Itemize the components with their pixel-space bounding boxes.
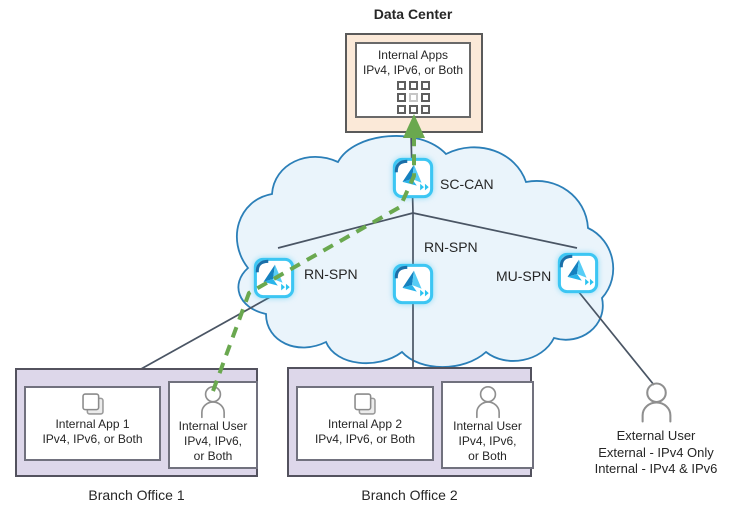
internal-user-1-protocols2: or Both [193, 449, 233, 463]
sc-can-node-icon [392, 157, 434, 199]
internal-user-2-protocols: IPv4, IPv6, [458, 434, 517, 448]
internal-user-1-protocols: IPv4, IPv6, [183, 434, 243, 448]
internal-app-2-box: Internal App 2 IPv4, IPv6, or Both [296, 386, 434, 461]
user-icon [473, 386, 503, 419]
internal-app-1-label: Internal App 1 [55, 417, 130, 431]
app-icon [352, 391, 378, 417]
external-user-text: External User External - IPv4 Only Inter… [556, 428, 750, 478]
branch-office-1-label: Branch Office 1 [88, 487, 185, 503]
branch-office-1-box: Internal App 1 IPv4, IPv6, or Both Inter… [15, 368, 258, 477]
internal-app-1-box: Internal App 1 IPv4, IPv6, or Both [24, 386, 161, 461]
mu-spn-label: MU-SPN [496, 268, 552, 284]
internal-app-1-protocols: IPv4, IPv6, or Both [42, 432, 143, 446]
internal-app-2-label: Internal App 2 [327, 417, 403, 431]
rn-spn-left-label: RN-SPN [304, 266, 358, 282]
rn-spn-left-node-icon [253, 257, 295, 299]
apps-grid-icon [396, 81, 430, 114]
internal-app-2-protocols: IPv4, IPv6, or Both [314, 432, 416, 446]
rn-spn-mid-label: RN-SPN [424, 239, 478, 255]
internal-apps-protocols: IPv4, IPv6, or Both [362, 63, 464, 77]
internal-user-2-protocols2: or Both [468, 449, 507, 463]
external-user-external-proto: External - IPv4 Only [598, 444, 714, 460]
internal-user-1-label: Internal User [178, 419, 248, 433]
rn-spn-mid-node-icon [392, 263, 434, 305]
datacenter-box: Internal Apps IPv4, IPv6, or Both [345, 33, 483, 133]
external-user-internal-proto: Internal - IPv4 & IPv6 [594, 461, 718, 476]
user-icon [198, 386, 228, 419]
internal-apps-box: Internal Apps IPv4, IPv6, or Both [355, 42, 471, 118]
external-user-label: External User [616, 428, 696, 443]
branch-office-2-label: Branch Office 2 [361, 487, 458, 503]
mu-spn-node-icon [557, 252, 599, 294]
app-icon [80, 391, 106, 417]
internal-user-1-box: Internal User IPv4, IPv6, or Both [168, 381, 258, 469]
internal-apps-label: Internal Apps [377, 48, 449, 62]
datacenter-title: Data Center [373, 6, 453, 22]
internal-user-2-label: Internal User [453, 419, 522, 433]
internal-user-2-box: Internal User IPv4, IPv6, or Both [441, 381, 534, 469]
branch-office-2-box: Internal App 2 IPv4, IPv6, or Both Inter… [287, 367, 534, 477]
sc-can-label: SC-CAN [440, 176, 494, 192]
external-user-icon [638, 382, 675, 429]
